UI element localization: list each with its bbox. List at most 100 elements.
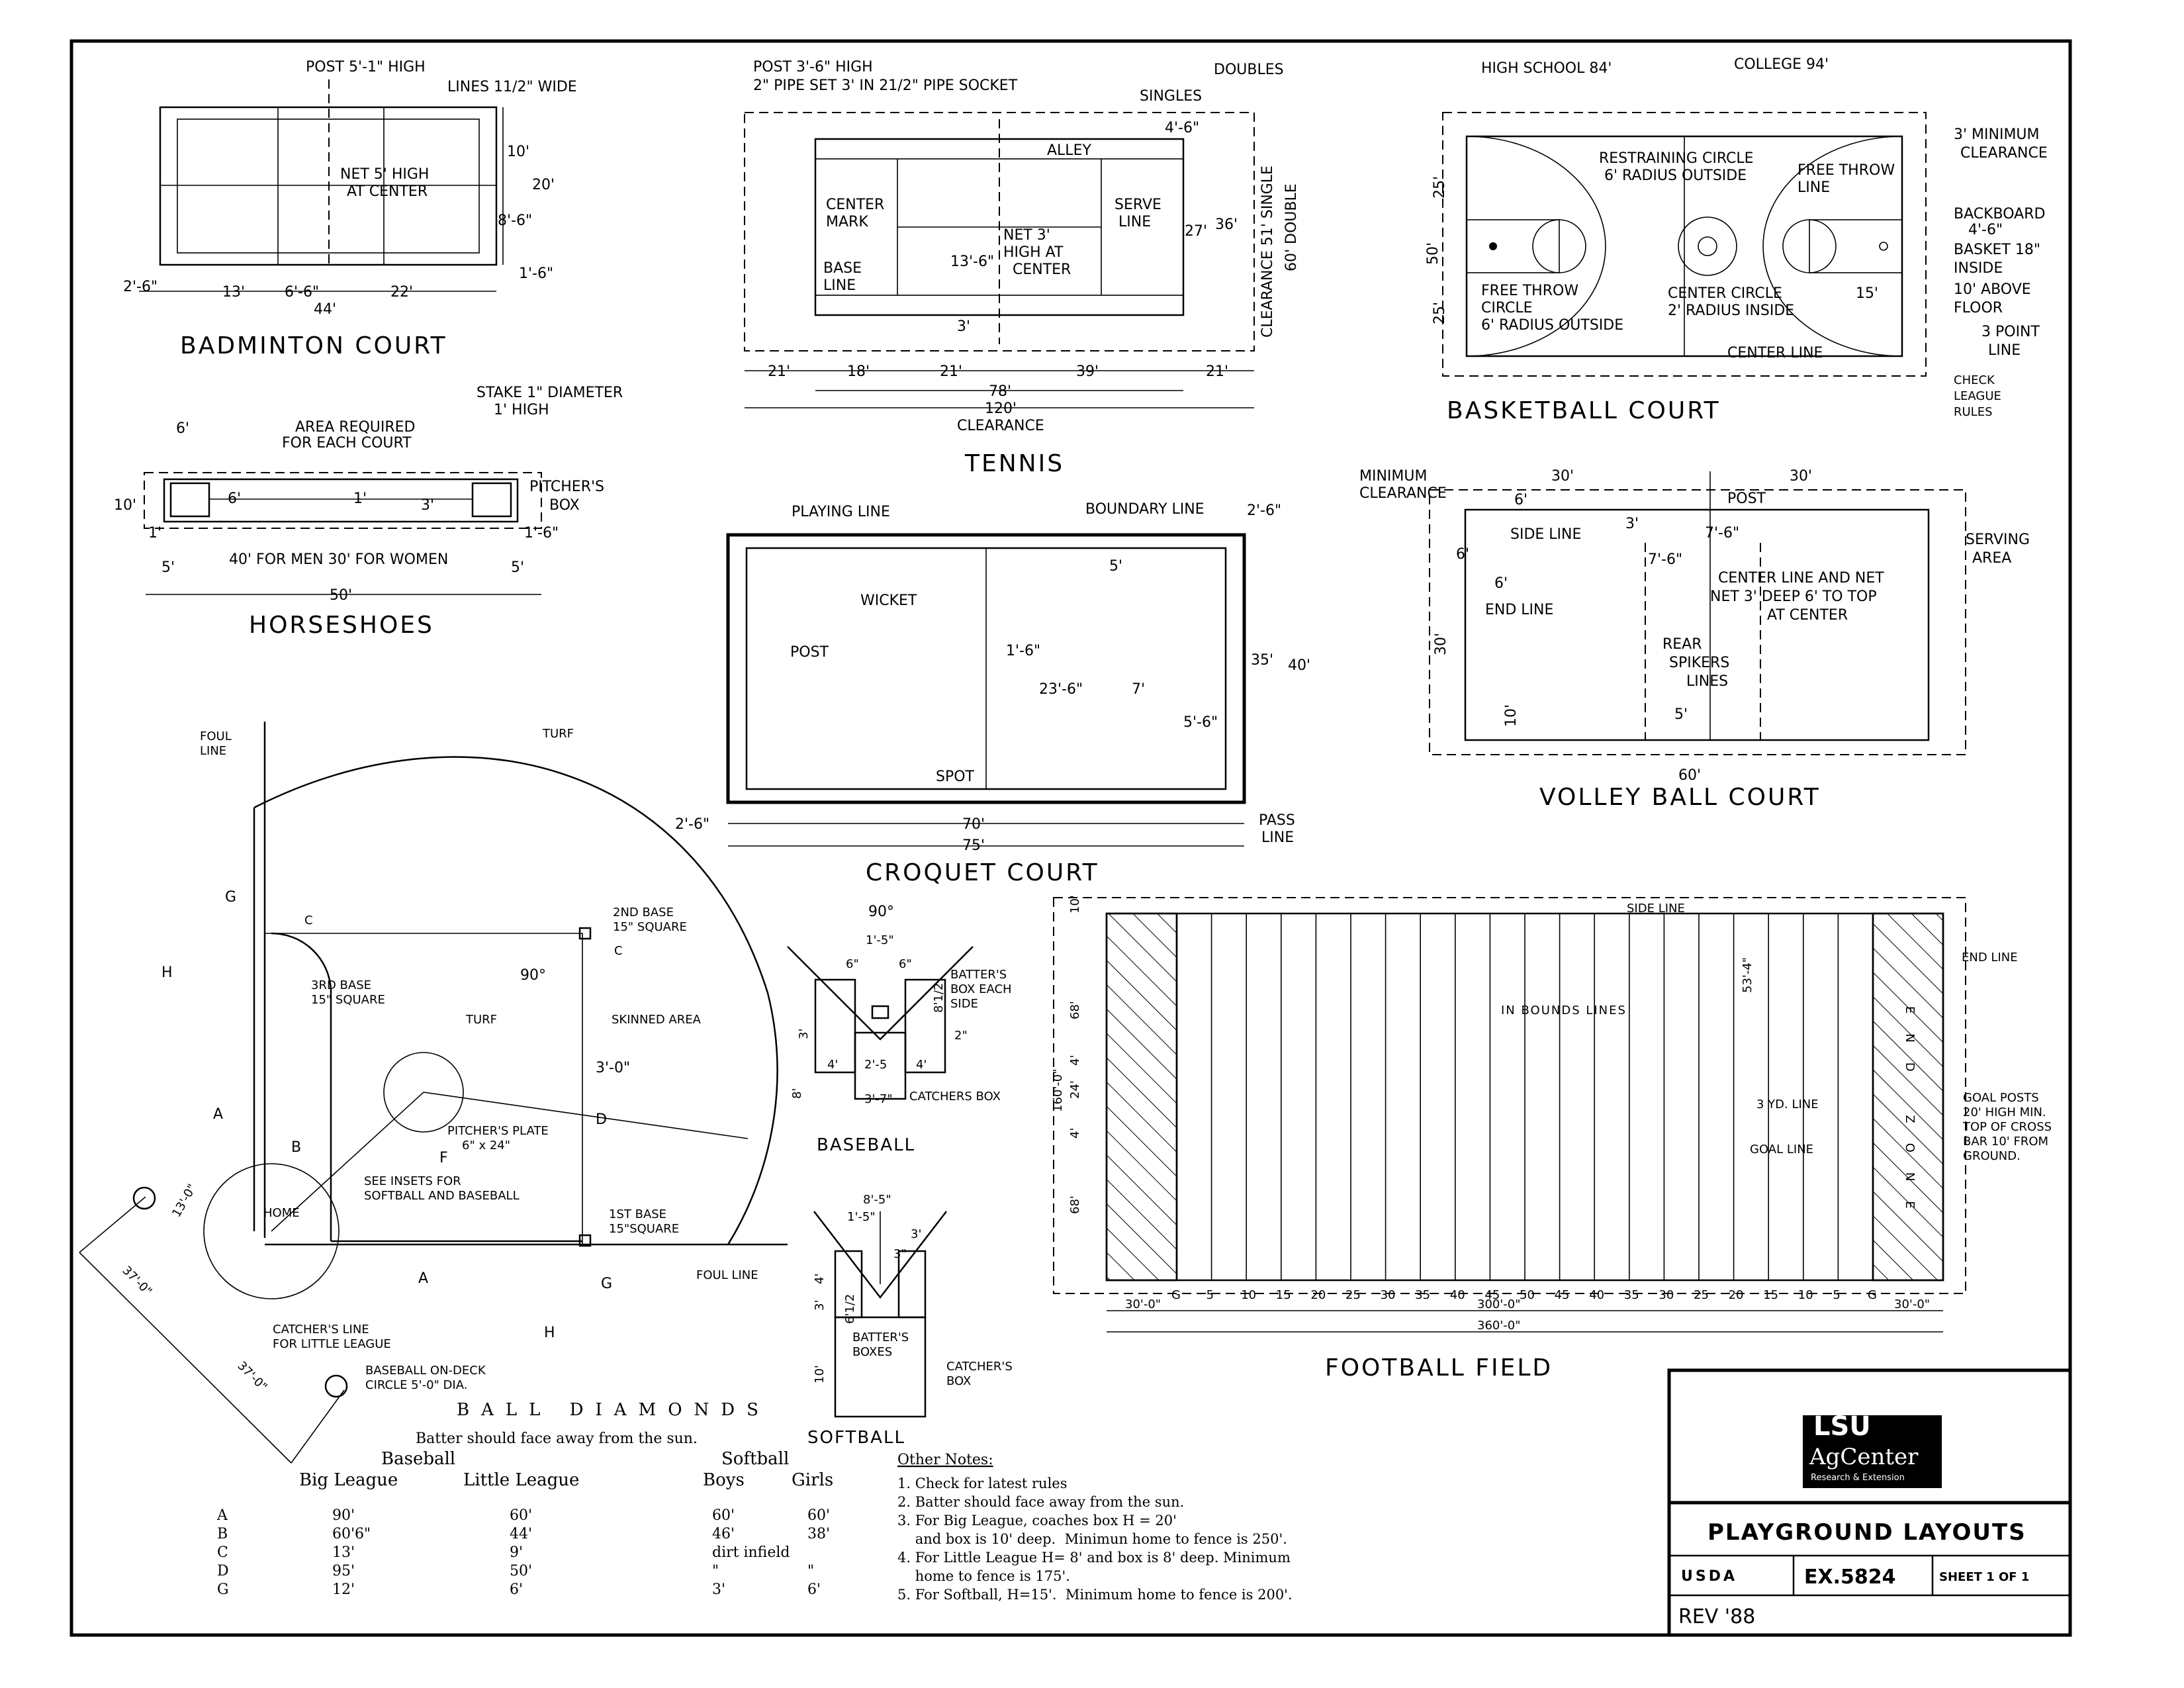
tennis-net-label-3: CENTER	[1013, 261, 1071, 278]
other-notes: Other Notes: 1. Check for latest rules2.…	[897, 1452, 1293, 1603]
basketball-ft-line: FREE THROW	[1797, 162, 1895, 179]
badminton-dim-13: 13'	[222, 284, 245, 301]
basketball-clearance-2: CLEARANCE	[1960, 145, 2048, 162]
croquet-dim-75: 75'	[962, 837, 985, 854]
notes-item: 3. For Big League, coaches box H = 20'	[897, 1513, 1177, 1528]
volleyball-court: MINIMUM CLEARANCE 6' 30' 30' POST SIDE L…	[1359, 468, 2030, 811]
table-row-key: B	[217, 1526, 228, 1542]
tennis-doubles-label: DOUBLES	[1214, 62, 1284, 78]
baseball-inset-dim-2-5: 2'-5	[864, 1058, 887, 1072]
badminton-dim-6-6: 6'-6"	[285, 284, 319, 301]
diamond-insets-2: SOFTBALL AND BASEBALL	[364, 1189, 520, 1203]
table-cell: 6'	[510, 1581, 523, 1598]
diamond-first-base-2: 15"SQUARE	[609, 1222, 679, 1236]
football-dim-53-4: 53'-4"	[1741, 957, 1754, 993]
football-yard-number: G	[1868, 1288, 1877, 1302]
basketball-basket-3: 10' ABOVE	[1954, 281, 2031, 298]
croquet-dim-1-6: 1'-6"	[1006, 643, 1040, 659]
horseshoes-dim-1-6: 1'-6"	[524, 525, 559, 541]
volleyball-min-2: CLEARANCE	[1359, 485, 1447, 502]
horseshoes-stake: STAKE 1" DIAMETER	[477, 385, 623, 401]
diamond-first-base: 1ST BASE	[609, 1207, 666, 1221]
ball-diamond: FOUL LINE TURF G H C C 2ND BASE 15" SQUA…	[79, 722, 788, 1464]
table-column-header: Big League	[299, 1470, 398, 1490]
football-yard-number: 20	[1729, 1288, 1744, 1302]
tennis-singles-label: SINGLES	[1140, 88, 1202, 105]
notes-item: and box is 10' deep. Minimun home to fen…	[897, 1531, 1287, 1547]
tennis-alley-label: ALLEY	[1047, 142, 1091, 159]
croquet-dim-40: 40'	[1288, 657, 1310, 674]
tennis-serve-line: SERVE	[1115, 197, 1161, 213]
baseball-inset-90: 90°	[868, 904, 894, 920]
basketball-center-line: CENTER LINE	[1727, 345, 1823, 361]
baseball-inset-dim-3-7: 3'-7"	[864, 1092, 893, 1106]
diamond-skinned-area: SKINNED AREA	[612, 1013, 702, 1027]
basketball-dim-25b: 25'	[1432, 302, 1448, 324]
basketball-clearance: 3' MINIMUM	[1954, 126, 2040, 143]
badminton-dim-1-6: 1'-6"	[519, 265, 553, 282]
notes-item: home to fence is 175'.	[897, 1568, 1070, 1584]
badminton-dim-8-6: 8'-6"	[498, 212, 532, 229]
volleyball-dim-10: 10'	[1503, 704, 1520, 727]
football-yard-number: 20	[1310, 1288, 1326, 1302]
tennis-dim-21b: 21'	[940, 363, 962, 380]
tennis-clearance-single: CLEARANCE 51' SINGLE	[1259, 165, 1276, 338]
baseball-inset-dim-1-5: 1'-5"	[866, 933, 894, 947]
diamond-dim-13-0: 13'-0"	[169, 1182, 199, 1219]
baseball-inset-batters-3: SIDE	[950, 997, 978, 1011]
badminton-dim-10: 10'	[507, 144, 529, 160]
football-endzone-left	[1105, 912, 1178, 1282]
table-cell: 9'	[510, 1544, 523, 1561]
basketball-dim-15: 15'	[1856, 285, 1878, 302]
diamond-catchers-line-2: FOR LITTLE LEAGUE	[273, 1337, 391, 1351]
football-yard-number: G	[1171, 1288, 1181, 1302]
croquet-dim-2-6-top: 2'-6"	[1247, 502, 1281, 519]
tennis-post-label: POST 3'-6" HIGH	[753, 59, 873, 75]
sheet-border	[69, 39, 2072, 1637]
diamond-g-bottom: G	[601, 1276, 612, 1292]
badminton-lines-label: LINES 11/2" WIDE	[447, 79, 577, 95]
football-goal-posts-3: TOP OF CROSS	[1962, 1120, 2052, 1134]
volleyball-center-line-2: NET 3' DEEP 6' TO TOP	[1710, 588, 1877, 605]
softball-inset-batters: BATTER'S	[852, 1331, 909, 1344]
volleyball-dim-60: 60'	[1678, 767, 1701, 784]
football-goal-posts-5: GROUND.	[1963, 1149, 2021, 1163]
volleyball-end-line: END LINE	[1485, 602, 1553, 618]
croquet-pass-line-2: LINE	[1261, 829, 1294, 846]
tennis-base-line: BASE	[823, 260, 862, 277]
badminton-dim-44: 44'	[314, 301, 336, 318]
croquet-dim-7: 7'	[1132, 681, 1145, 698]
table-cell: 60'6"	[332, 1526, 371, 1542]
croquet-dim-70: 70'	[962, 816, 985, 833]
softball-inset-catchers-box-2: BOX	[946, 1374, 971, 1388]
diamond-d: D	[596, 1111, 607, 1128]
table-cell: "	[712, 1563, 719, 1579]
football-yard-number: 5	[1206, 1288, 1214, 1302]
table-cell: 50'	[510, 1563, 532, 1579]
croquet-dim-5: 5'	[1109, 558, 1122, 575]
football-dim-10: 10'	[1068, 895, 1082, 914]
football-yard-number: 40	[1589, 1288, 1604, 1302]
football-goal-posts-2: 20' HIGH MIN.	[1963, 1105, 2046, 1119]
diamond-pitchers-plate-2: 6" x 24"	[462, 1139, 510, 1152]
diamond-c-top: C	[304, 914, 313, 927]
table-cell: 60'	[510, 1507, 532, 1524]
basketball-three: 3 POINT	[1981, 324, 2040, 340]
horseshoes-box: PITCHER'S	[529, 479, 604, 495]
table-cell: 6'	[807, 1581, 821, 1598]
tennis-base-line-2: LINE	[823, 277, 856, 294]
diamond-subtitle: Batter should face away from the sun.	[416, 1430, 698, 1447]
baseball-inset-dim-6a: 6"	[846, 957, 859, 971]
diamond-90-deg: 90°	[520, 967, 546, 984]
diamond-h-bottom: H	[544, 1325, 555, 1341]
tennis-dim-27: 27'	[1185, 223, 1207, 240]
badminton-dim-2-6: 2'-6"	[123, 279, 158, 295]
softball-inset-dim-6-2: 6'1/2	[843, 1294, 857, 1324]
badminton-post-label: POST 5'-1" HIGH	[306, 59, 426, 75]
title-block: LSU AgCenter Research & Extension PLAYGR…	[1667, 1368, 2072, 1637]
diamond-foul: FOUL	[200, 729, 232, 743]
tennis-dim-120: 120'	[985, 400, 1017, 417]
softball-inset-catchers-box: CATCHER'S	[946, 1360, 1013, 1374]
